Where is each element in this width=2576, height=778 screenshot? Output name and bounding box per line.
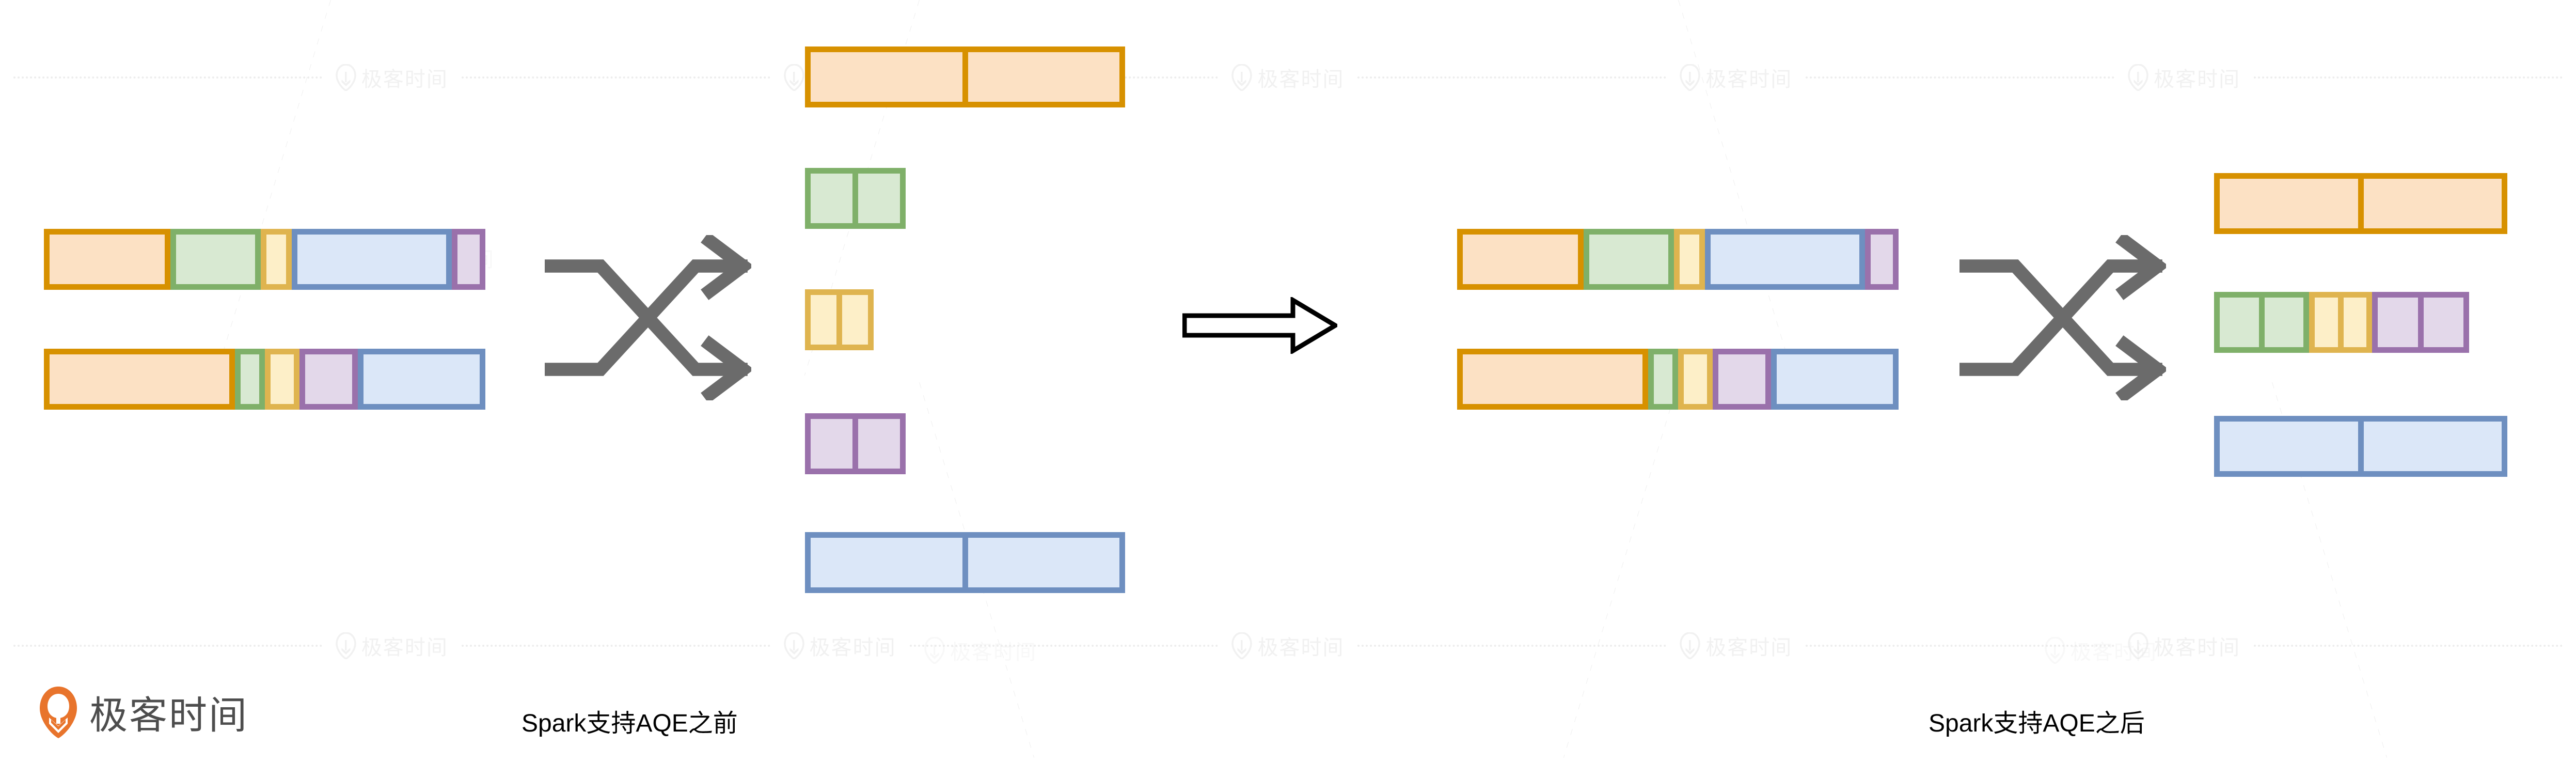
partition-segment-blue: [292, 229, 452, 290]
coalesced-group-orange: [2214, 173, 2507, 234]
shuffle-output-green: [805, 168, 906, 229]
partition-segment-fill: [1463, 354, 1642, 404]
partition-segment-fill: [1711, 235, 1859, 284]
partition-segment-fill: [50, 354, 229, 404]
partition-cell: [2315, 298, 2338, 347]
partition-segment-fill: [297, 235, 446, 284]
partition-cell: [2220, 179, 2358, 228]
brand-name: 极客时间: [89, 694, 248, 737]
partition-segment-fill: [1654, 354, 1672, 404]
partition-segment-fill: [1777, 354, 1893, 404]
partition-segment-fill: [266, 235, 286, 284]
shuffle-crossing-arrows-icon-left: [544, 232, 754, 403]
partition-cell: [2378, 298, 2418, 347]
partition-cell: [858, 174, 900, 223]
partition-segment-purple: [452, 229, 485, 290]
partition-segment-orange: [44, 349, 235, 410]
shuffle-output-yellow: [805, 289, 874, 350]
geektime-drop-logo-icon: [39, 686, 78, 739]
partition-segment-yellow: [261, 229, 292, 290]
partition-cell: [811, 174, 852, 223]
partition-cell: [811, 52, 962, 102]
partition-segment-green: [1584, 229, 1674, 290]
partition-segment-purple: [1713, 349, 1771, 410]
partition-segment-fill: [1718, 354, 1765, 404]
caption-after-aqe: Spark支持AQE之后: [1929, 710, 2145, 737]
partition-segment-fill: [305, 354, 352, 404]
partition-segment-green: [1648, 349, 1678, 410]
partition-segment-orange: [1457, 229, 1584, 290]
partition-segment-blue: [1771, 349, 1899, 410]
coalesced-partition-merged: [2214, 292, 2469, 353]
coalesced-partition-orange: [2214, 173, 2507, 234]
partition-segment-fill: [1871, 235, 1893, 284]
partition-cell: [2220, 422, 2358, 471]
shuffle-crossing-arrows-icon-right: [1959, 232, 2169, 403]
partition-cell: [811, 419, 852, 469]
input-partition-before-1: [44, 229, 485, 290]
partition-segment-blue: [358, 349, 485, 410]
coalesced-group-yellow: [2309, 292, 2372, 353]
partition-cell: [2363, 422, 2502, 471]
partition-segment-green: [235, 349, 265, 410]
partition-segment-fill: [1463, 235, 1578, 284]
partition-cell: [858, 419, 900, 469]
partition-cell: [968, 52, 1119, 102]
partition-cell: [2220, 298, 2259, 347]
right-arrow-outline-icon: [1182, 296, 1340, 355]
partition-segment-fill: [457, 235, 480, 284]
partition-cell: [968, 538, 1119, 587]
partition-segment-fill: [50, 235, 165, 284]
partition-cell: [2343, 298, 2366, 347]
coalesced-group-blue: [2214, 416, 2507, 477]
partition-segment-fill: [1680, 235, 1699, 284]
partition-segment-orange: [1457, 349, 1648, 410]
partition-segment-fill: [241, 354, 259, 404]
coalesced-partition-blue: [2214, 416, 2507, 477]
partition-segment-fill: [1684, 354, 1707, 404]
brand-logo: 极客时间: [39, 684, 248, 740]
shuffle-output-blue: [805, 532, 1125, 593]
partition-cell: [2423, 298, 2463, 347]
partition-cell: [811, 538, 962, 587]
partition-segment-yellow: [1678, 349, 1713, 410]
caption-before-aqe: Spark支持AQE之前: [521, 710, 738, 737]
shuffle-output-orange: [805, 46, 1125, 107]
partition-segment-purple: [1865, 229, 1899, 290]
partition-cell: [842, 295, 868, 345]
partition-segment-fill: [271, 354, 294, 404]
partition-segment-yellow: [1674, 229, 1705, 290]
coalesced-group-purple: [2372, 292, 2469, 353]
shuffle-output-purple: [805, 413, 906, 474]
partition-segment-purple: [299, 349, 358, 410]
partition-cell: [2363, 179, 2502, 228]
partition-segment-green: [170, 229, 261, 290]
coalesced-group-green: [2214, 292, 2309, 353]
partition-segment-orange: [44, 229, 170, 290]
partition-segment-blue: [1705, 229, 1865, 290]
input-partition-before-2: [44, 349, 485, 410]
input-partition-after-2: [1457, 349, 1899, 410]
input-partition-after-1: [1457, 229, 1899, 290]
partition-segment-yellow: [265, 349, 299, 410]
partition-segment-fill: [176, 235, 255, 284]
partition-cell: [2264, 298, 2303, 347]
partition-cell: [811, 295, 836, 345]
partition-segment-fill: [1589, 235, 1668, 284]
partition-segment-fill: [364, 354, 480, 404]
